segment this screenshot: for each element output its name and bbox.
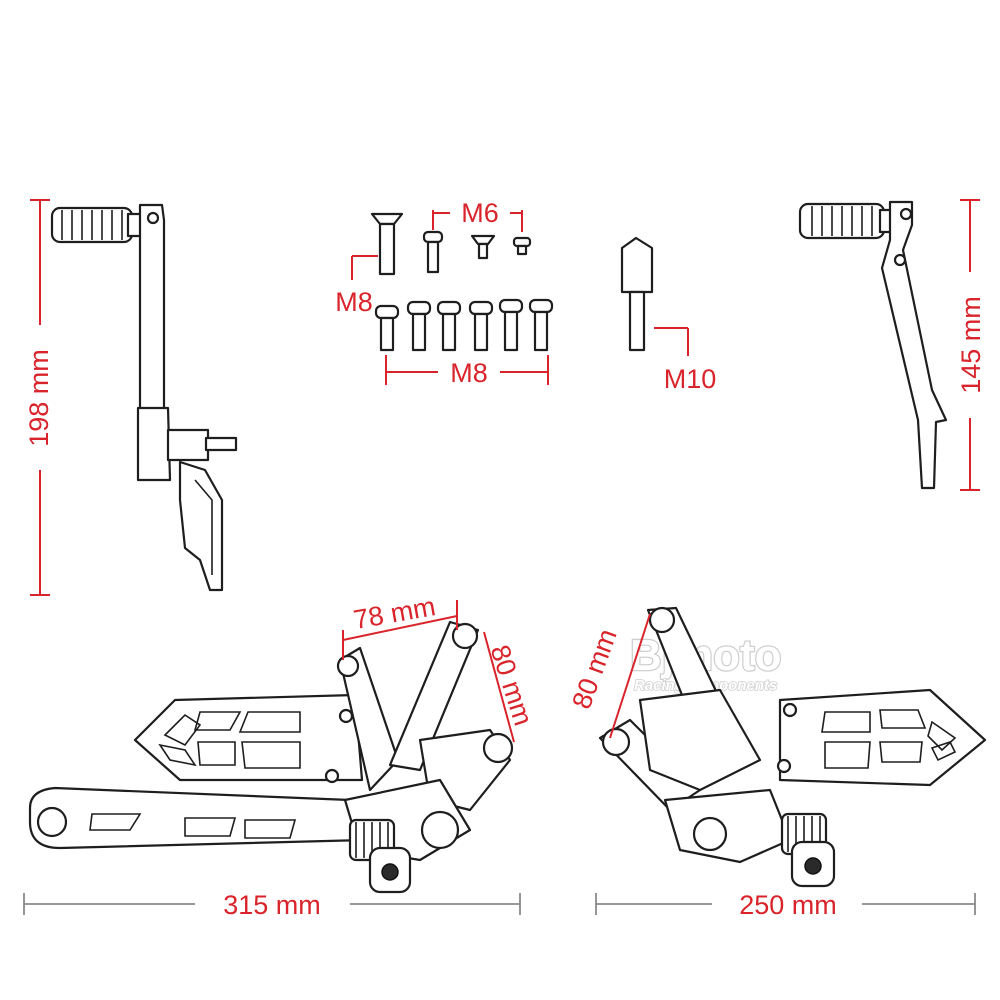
rearset-left-assembly — [28, 620, 514, 894]
peg-knurling — [61, 210, 123, 240]
bolt-label-m8-row-group: M8 — [385, 355, 549, 388]
bolt-m6-1 — [426, 240, 440, 274]
bolt-m10-head — [620, 236, 654, 294]
dimension-link-height-left-label: 80 mm — [485, 641, 539, 729]
dimension-link-height-left: 80 mm — [483, 631, 539, 743]
brake-arm — [880, 200, 948, 490]
pivot-housing — [166, 428, 210, 462]
bolt-m6-3 — [516, 244, 528, 256]
hub-knob-right — [692, 816, 728, 852]
bolt-label-m10: M10 — [664, 364, 717, 394]
bolt-m10-shaft — [628, 290, 646, 352]
pivot-shaft — [204, 436, 238, 452]
shift-lever-side-view — [50, 203, 238, 592]
brand-watermark: Bjmoto Racing components — [629, 630, 783, 695]
bolt-label-m8-single: M8 — [335, 287, 373, 317]
brake-lever-side-view — [798, 200, 948, 490]
bolt-row-m8 — [374, 304, 400, 352]
bolt-m6-2 — [477, 242, 489, 260]
bolt-label-m10-group: M10 — [654, 327, 717, 394]
lower-bracket — [178, 460, 224, 592]
bolt-label-m6-group: M6 — [432, 198, 523, 232]
bolt-kit — [370, 212, 654, 352]
dimension-width-right-label: 250 mm — [739, 890, 837, 920]
bolt-m8-large — [378, 222, 396, 276]
dimension-height-left: 198 mm — [24, 199, 54, 596]
watermark-brand: Bjmoto — [630, 631, 782, 680]
hub-knob-left — [420, 810, 460, 850]
lever-bar — [138, 203, 166, 412]
bolt-top — [146, 211, 160, 225]
link-plate-right — [638, 688, 762, 792]
dimension-width-left: 315 mm — [23, 890, 521, 920]
bolt-label-m6: M6 — [461, 198, 499, 228]
dimension-height-right-label: 145 mm — [956, 296, 986, 394]
dimension-width-right: 250 mm — [595, 890, 976, 920]
bolt-label-m8-single-group: M8 — [335, 255, 378, 317]
dimension-link-height-right-label: 80 mm — [566, 625, 622, 713]
dimension-width-left-label: 315 mm — [223, 890, 321, 920]
bolt-label-m8-row: M8 — [450, 358, 488, 388]
rearset-right-assembly — [598, 606, 987, 888]
pivot-block — [136, 406, 172, 482]
main-hub-right — [663, 788, 792, 864]
dimension-height-left-label: 198 mm — [24, 349, 54, 447]
dimension-height-right: 145 mm — [956, 199, 986, 491]
